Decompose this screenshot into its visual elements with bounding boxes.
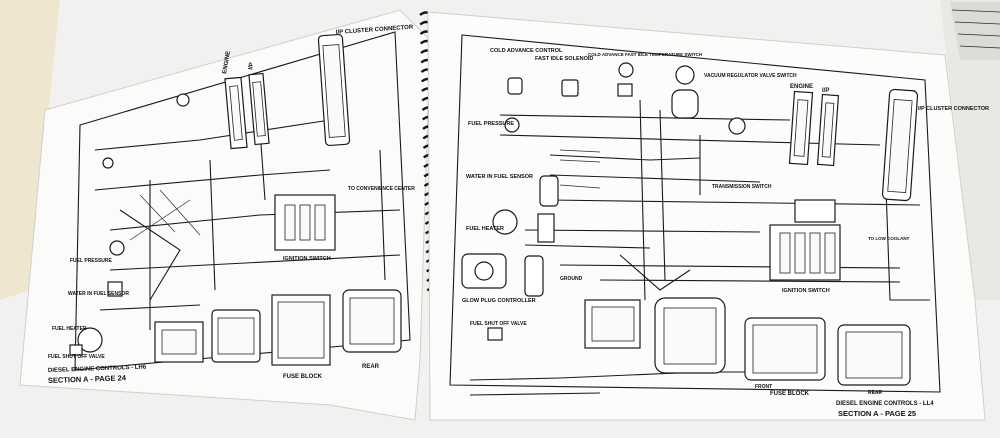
- right-ip-cluster-label: I/P CLUSTER CONNECTOR: [918, 106, 989, 112]
- left-fuel-heater-icon: [77, 327, 103, 353]
- left-temp-switch-icon: [176, 93, 190, 107]
- right-vacuum-label: VACUUM REGULATOR VALVE SWITCH: [704, 73, 797, 79]
- left-ignition-switch: [274, 194, 336, 251]
- left-fuel-heater-label: FUEL HEATER: [52, 326, 87, 332]
- left-engine-connector: [224, 72, 270, 150]
- right-header-title: DIESEL ENGINE CONTROLS - LL4: [836, 401, 934, 407]
- left-ip-cluster-connector: [317, 33, 351, 147]
- right-engine-bottom-connector: [584, 299, 641, 349]
- right-glow-plug-label: GLOW PLUG CONTROLLER: [462, 298, 536, 304]
- left-fuse-block-label: FUSE BLOCK: [283, 374, 323, 380]
- left-water-in-fuel-label: WATER IN FUEL SENSOR: [68, 291, 129, 297]
- right-ip-bottom-connector: [654, 297, 726, 374]
- left-ip-connector: [211, 309, 261, 363]
- right-engine-connector: [788, 90, 840, 167]
- right-page: COLD ADVANCE CONTROL FAST IDLE SOLENOID …: [427, 11, 989, 421]
- right-transmission-icon: [728, 117, 746, 135]
- left-rear-label: REAR: [362, 364, 380, 370]
- right-fuse-block: [744, 317, 826, 381]
- right-rear-label: REAR: [868, 390, 883, 396]
- right-ignition-switch: [769, 199, 841, 281]
- left-ignition-label: IGNITION SWITCH: [283, 256, 331, 262]
- right-low-coolant-label: TO LOW COOLANT: [868, 236, 910, 241]
- left-water-sensor-icon: [107, 281, 123, 297]
- right-glow-plug-controller: [461, 253, 544, 297]
- right-fast-idle-icon: [561, 79, 579, 97]
- left-switch-icon: [102, 157, 114, 169]
- right-fast-idle-label: FAST IDLE SOLENOID: [535, 56, 593, 62]
- right-water-in-fuel-icon: [539, 175, 559, 207]
- right-engine-label: ENGINE: [790, 84, 813, 90]
- left-page: I/P CLUSTER CONNECTOR ENGINE I/P IGNITIO…: [19, 9, 431, 421]
- left-fuel-shutoff-label: FUEL SHUT OFF VALVE: [48, 354, 105, 360]
- right-ip-cluster-connector: [881, 88, 919, 202]
- left-fuel-pressure-icon: [109, 240, 125, 256]
- right-temp-switch-icon: [618, 62, 634, 78]
- left-convenience-label: TO CONVENIENCE CENTER: [348, 186, 415, 192]
- right-temp-switch-label: COLD ADVANCE FAST IDLE TEMPERATURE SWITC…: [588, 52, 702, 57]
- left-ip-cluster-label: I/P CLUSTER CONNECTOR: [336, 25, 414, 36]
- left-fuel-pressure-label: FUEL PRESSURE: [70, 258, 113, 264]
- left-section-label: SECTION A - PAGE 24: [48, 373, 127, 385]
- right-front-label: FRONT: [755, 384, 772, 390]
- right-fuel-heater-icon: [492, 209, 518, 235]
- left-fuse-block: [271, 294, 331, 366]
- right-cold-advance-label: COLD ADVANCE CONTROL: [490, 48, 563, 54]
- right-fuse-block-label: FUSE BLOCK: [770, 391, 810, 397]
- right-section-label: SECTION A - PAGE 25: [838, 409, 916, 418]
- left-engine-label: ENGINE: [222, 51, 232, 75]
- left-engine-small-connector: [154, 321, 204, 363]
- right-rear-connector: [837, 324, 911, 386]
- page-stack: [940, 0, 1000, 300]
- left-ip-label: I/P: [248, 62, 255, 70]
- right-ip-label: I/P: [822, 88, 829, 94]
- back-cover: [0, 0, 60, 300]
- right-cold-advance-icon: [507, 77, 523, 95]
- right-fuel-pressure-label: FUEL PRESSURE: [468, 121, 514, 127]
- right-ignition-label: IGNITION SWITCH: [782, 288, 830, 294]
- right-transmission-label: TRANSMISSION SWITCH: [712, 184, 772, 190]
- right-fuel-shutoff-icon: [487, 327, 503, 341]
- right-vacuum-regulator-icon: [675, 65, 695, 85]
- right-ground-label: GROUND: [560, 276, 583, 282]
- right-water-in-fuel-label: WATER IN FUEL SENSOR: [466, 174, 533, 180]
- left-rear-connector: [342, 289, 402, 353]
- right-fuel-heater-label: FUEL HEATER: [466, 226, 504, 232]
- right-fuel-shutoff-label: FUEL SHUT OFF VALVE: [470, 321, 527, 327]
- left-header-title: DIESEL ENGINE CONTROLS - LH6: [48, 365, 147, 374]
- right-fuel-pressure-icon: [504, 117, 520, 133]
